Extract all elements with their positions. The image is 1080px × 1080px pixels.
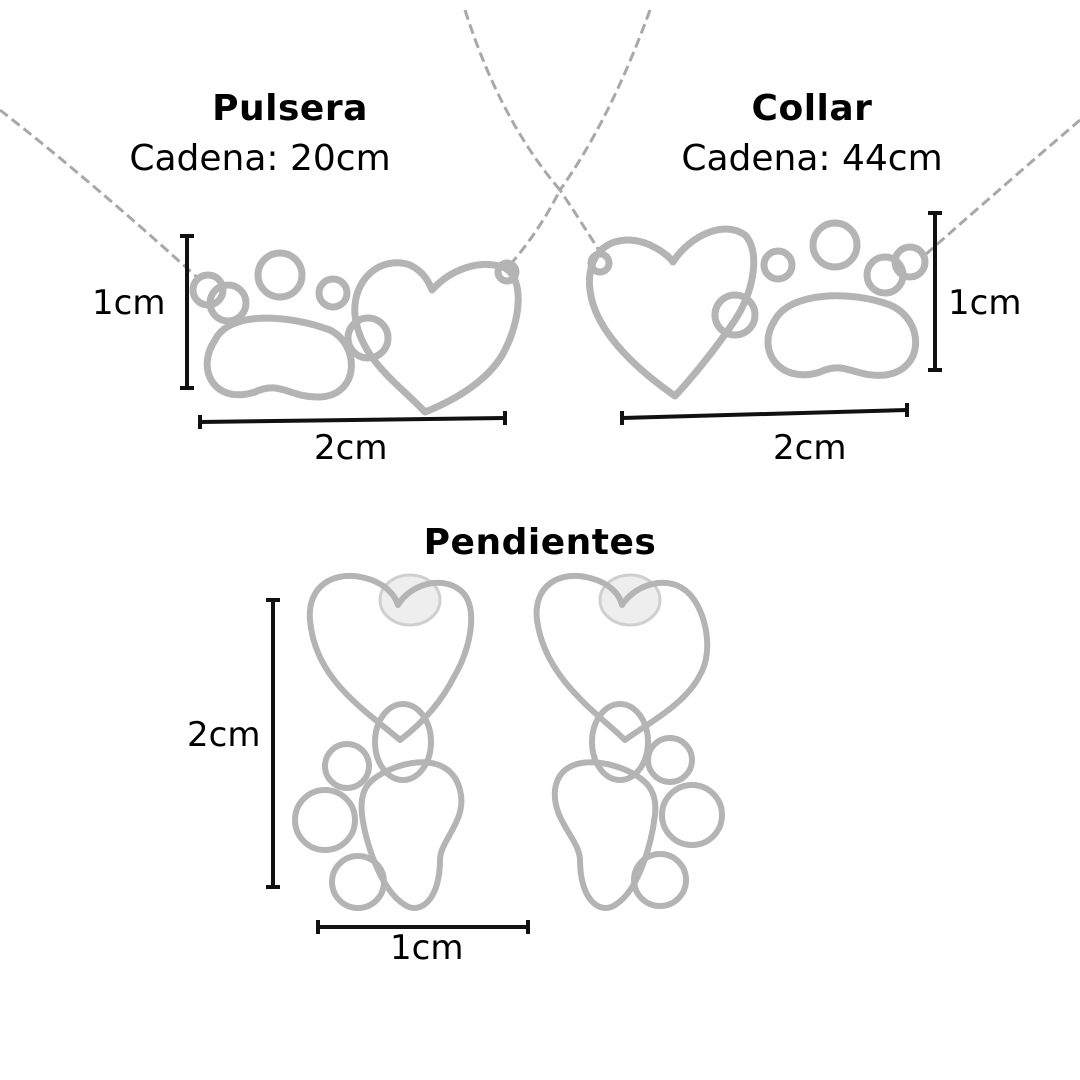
bracelet-width-label: 2cm — [314, 428, 388, 468]
necklace-height-label: 1cm — [948, 283, 1022, 323]
earrings-title: Pendientes — [423, 522, 657, 563]
bracelet-title: Pulsera — [212, 88, 368, 129]
bracelet-paw-heart-icon — [189, 249, 522, 416]
bracelet-chain-length: Cadena: 20cm — [129, 138, 391, 179]
necklace-width-label: 2cm — [773, 428, 847, 468]
necklace-chain-length: Cadena: 44cm — [681, 138, 943, 179]
necklace-title: Collar — [751, 88, 873, 129]
dimension-lines — [180, 211, 942, 934]
earrings-heart-paw-icon — [292, 572, 725, 911]
chain-icon — [0, 9, 1080, 282]
bracelet-height-label: 1cm — [92, 283, 166, 323]
earrings-width-label: 1cm — [390, 928, 464, 968]
necklace-heart-paw-icon — [585, 219, 929, 400]
earrings-height-label: 2cm — [187, 715, 261, 755]
